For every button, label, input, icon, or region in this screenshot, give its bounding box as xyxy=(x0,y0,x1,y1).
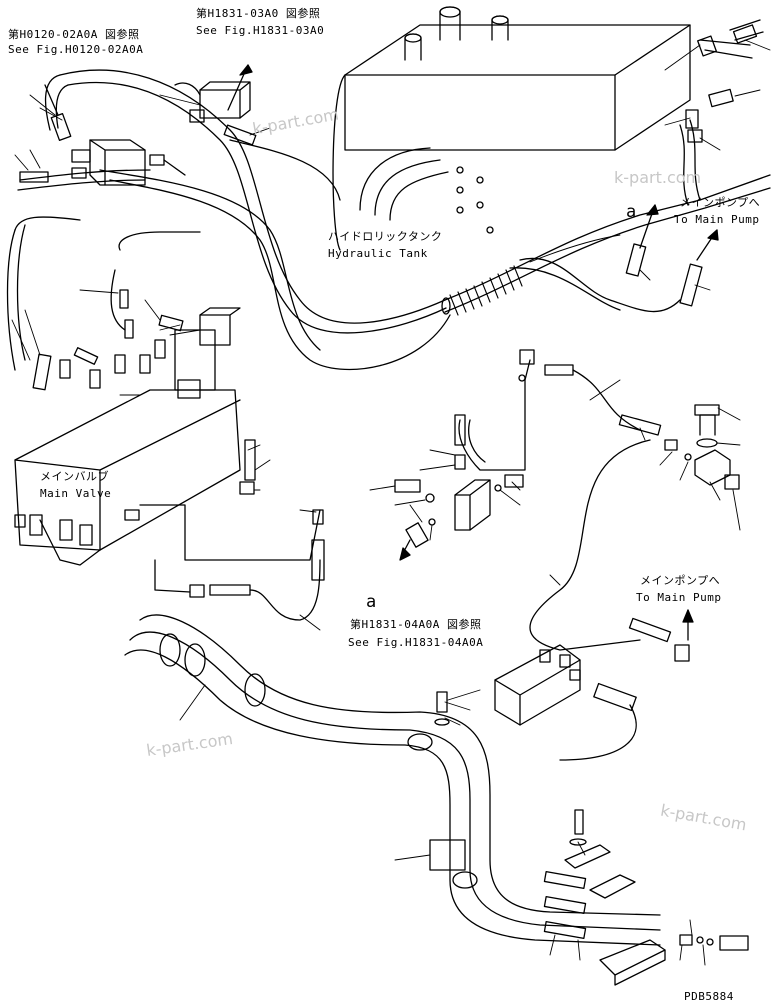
right-fittings xyxy=(625,243,740,490)
leader-lines xyxy=(11,39,771,966)
solenoid-valve-top xyxy=(174,81,257,146)
pump-hose-bundle xyxy=(441,19,771,316)
ref-h1831-04-label-jp: 第H1831-04A0A 図参照 xyxy=(350,618,482,631)
main-pump-label-en-top: To Main Pump xyxy=(674,213,760,226)
main-pump-label-en-bottom: To Main Pump xyxy=(636,591,722,604)
hydraulic-tank-label-en: Hydraulic Tank xyxy=(328,247,428,260)
hydraulic-tank-label-jp: ハイドロリックタンク xyxy=(328,230,443,243)
ref-h1831-03-label-jp: 第H1831-03A0 図参照 xyxy=(196,7,321,20)
ref-h1831-04-label-en: See Fig.H1831-04A0A xyxy=(348,636,484,649)
hydraulic-tank xyxy=(332,6,691,251)
main-pump-label-jp-bottom: メインポンプへ xyxy=(640,574,721,587)
watermark: k-part.com xyxy=(614,168,702,187)
main-pump-label-jp-top: メインポンプへ xyxy=(680,196,761,209)
callout-a-top: a xyxy=(626,202,637,222)
return-hoses xyxy=(6,69,451,371)
main-valve xyxy=(14,289,325,621)
flow-arrows xyxy=(227,64,719,641)
center-block xyxy=(394,349,662,651)
ref-h0120-label-en: See Fig.H0120-02A0A xyxy=(8,43,144,56)
drawing-number: PDB5884 xyxy=(684,990,734,1003)
main-valve-label-en: Main Valve xyxy=(40,487,112,500)
lower-valve-block xyxy=(494,617,690,761)
ref-h0120-label-jp: 第H0120-02A0A 図参照 xyxy=(8,28,140,41)
lower-hoses xyxy=(124,614,749,986)
callout-a-bottom: a xyxy=(366,592,377,612)
main-valve-label-jp: メインバルブ xyxy=(40,470,109,483)
ref-h1831-03-label-en: See Fig.H1831-03A0 xyxy=(196,24,325,37)
